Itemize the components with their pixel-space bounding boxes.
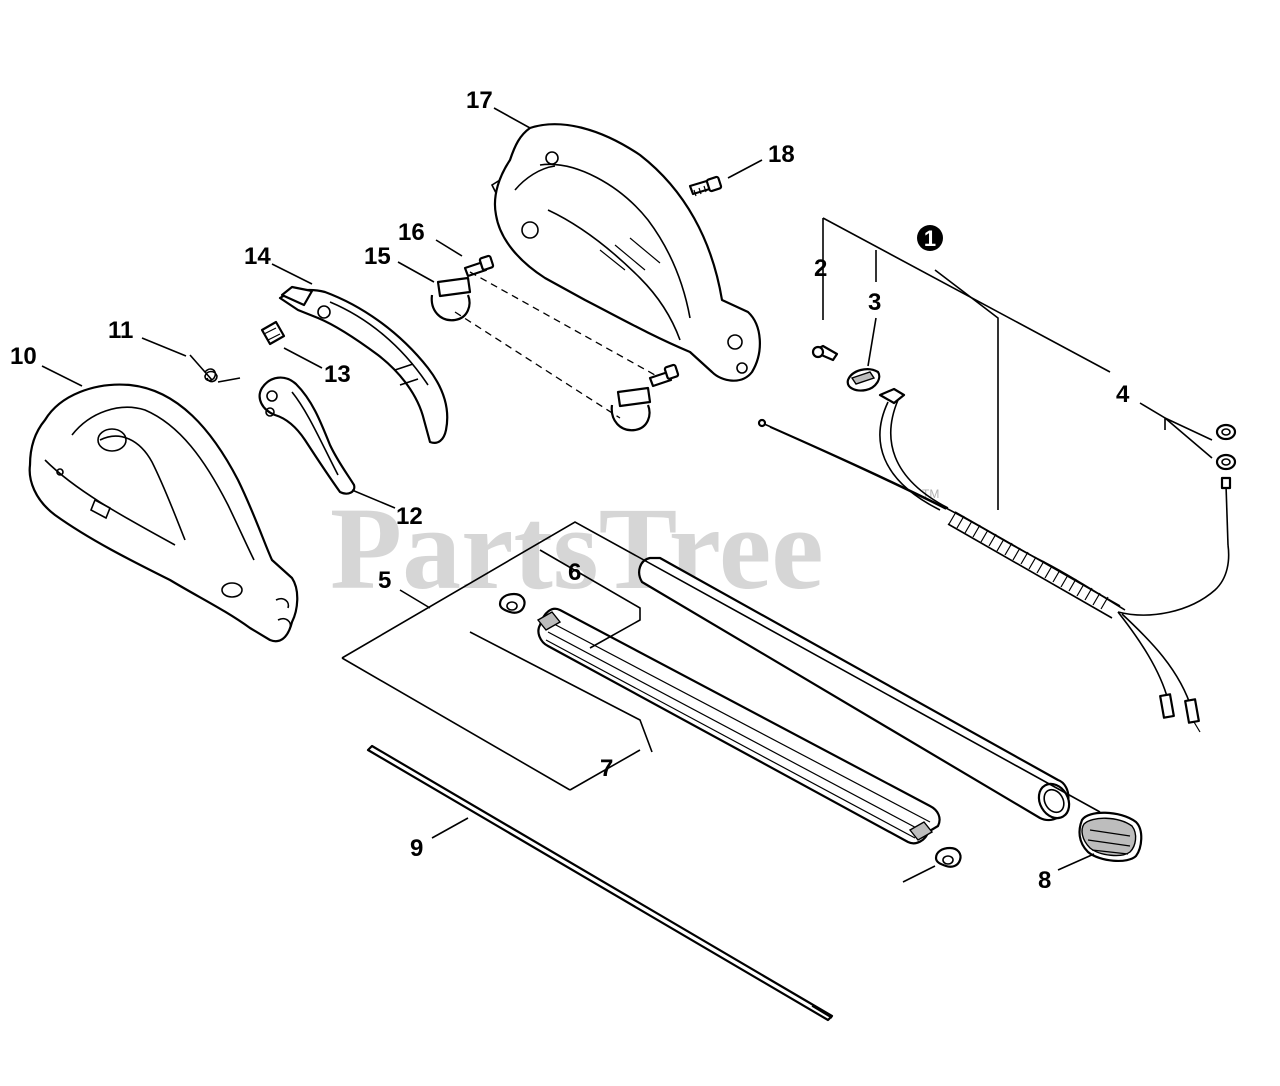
callout-13: 13	[324, 361, 351, 388]
kit-badge-1: 1	[917, 225, 943, 251]
callout-17: 17	[466, 87, 493, 114]
part-18-screw	[688, 175, 723, 197]
part-11-torsion-spring	[189, 354, 241, 383]
part-14-throttle-lever	[278, 285, 449, 444]
part-3-switch	[846, 368, 881, 392]
part-13-spring	[260, 320, 286, 346]
callout-6: 6	[568, 559, 581, 586]
callout-8: 8	[1038, 867, 1051, 894]
callout-leaders	[41, 107, 1095, 871]
kit-bracket-1	[822, 217, 1213, 510]
callout-18: 18	[768, 141, 795, 168]
part-4-nut	[1215, 423, 1237, 471]
part-10-handle-half-left	[28, 383, 299, 643]
callout-3: 3	[868, 289, 881, 316]
part-15-clamp	[430, 276, 652, 432]
callout-7: 7	[600, 755, 613, 782]
part-6-outer-tube	[638, 556, 1071, 822]
kit-badge-label: 1	[924, 226, 936, 251]
part-2-screw	[811, 344, 839, 362]
callout-9: 9	[410, 835, 423, 862]
part-16-screw	[463, 254, 680, 388]
callout-4: 4	[1116, 381, 1130, 408]
part-8-grip	[1078, 811, 1143, 862]
callout-10: 10	[10, 343, 37, 370]
part-1-throttle-cable-assembly	[757, 387, 1232, 733]
part-9-drive-shaft	[366, 744, 834, 1022]
kit-bracket-5	[341, 521, 1101, 883]
callout-16: 16	[398, 219, 425, 246]
part-7-shaft-liner	[536, 607, 941, 845]
callout-5: 5	[378, 567, 391, 594]
callout-2: 2	[814, 255, 827, 282]
callout-12: 12	[396, 503, 423, 530]
part-12-throttle-trigger	[258, 376, 356, 495]
part-17-handle-half-right	[490, 123, 761, 382]
callout-14: 14	[244, 243, 271, 270]
watermark-text: PartsTree	[330, 483, 824, 614]
callout-15: 15	[364, 243, 391, 270]
callout-11: 11	[108, 317, 133, 344]
part-5-snap-ring	[498, 592, 962, 868]
